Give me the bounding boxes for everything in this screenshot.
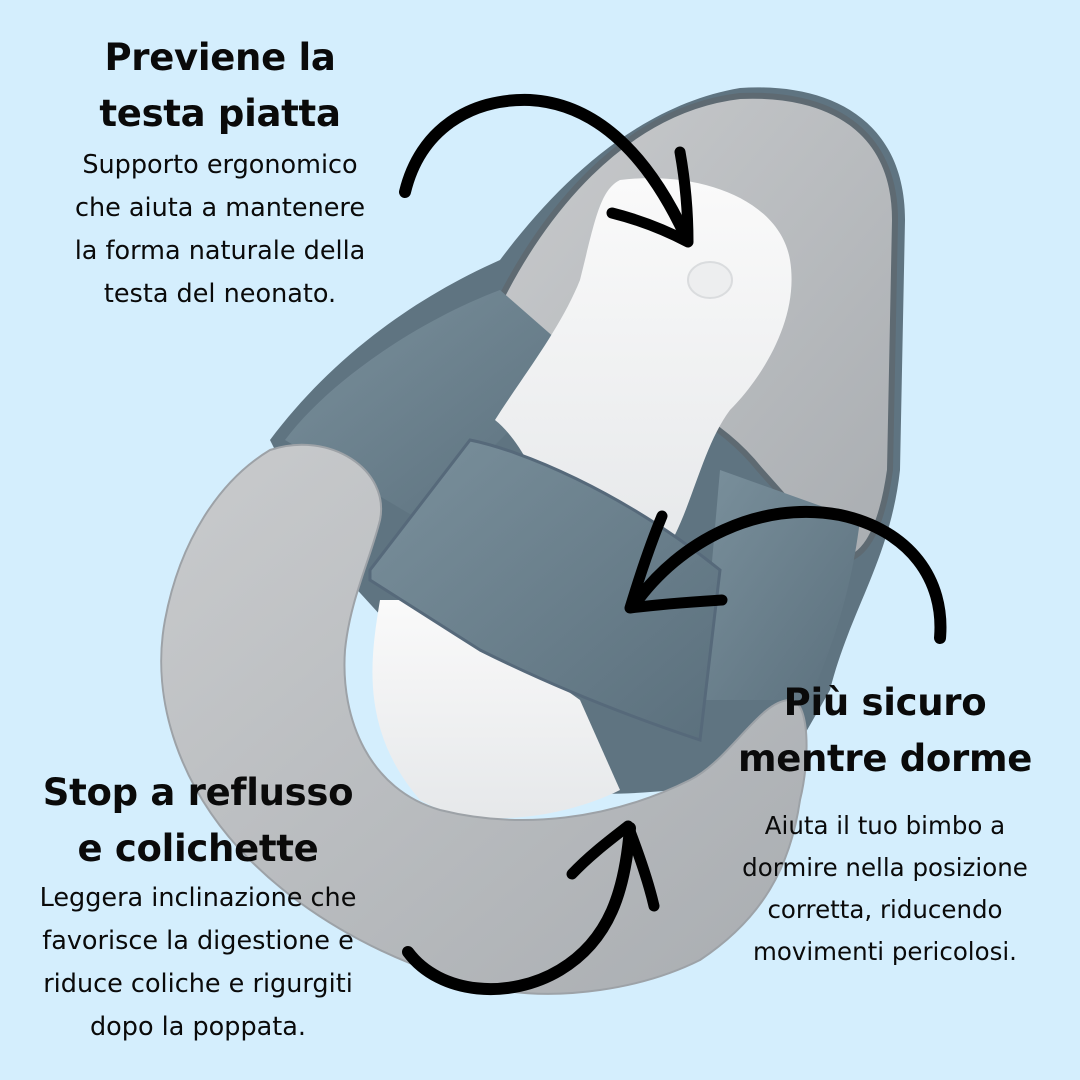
feature-description-line: corretta, riducendo xyxy=(767,895,1003,924)
feature-description: Supporto ergonomico che aiuta a mantener… xyxy=(30,144,410,316)
feature-reflux-colic: Stop a reflusso e colichette Leggera inc… xyxy=(0,765,396,1049)
feature-description-line: che aiuta a mantenere xyxy=(74,193,366,223)
feature-description-line: riduce coliche e rigurgiti xyxy=(43,969,353,999)
feature-title-line: testa piatta xyxy=(99,92,341,135)
feature-title-line: Previene la xyxy=(104,36,336,79)
feature-title: Stop a reflusso e colichette xyxy=(0,765,396,877)
feature-title-line: mentre dorme xyxy=(737,737,1033,780)
feature-title: Più sicuro mentre dorme xyxy=(700,675,1070,787)
feature-title-line: Stop a reflusso xyxy=(42,771,354,814)
feature-description: Aiuta il tuo bimbo a dormire nella posiz… xyxy=(700,805,1070,973)
feature-description-line: dormire nella posizione xyxy=(742,853,1028,882)
feature-description-line: Supporto ergonomico xyxy=(82,150,358,180)
feature-title-line: Più sicuro xyxy=(783,681,987,724)
feature-description-line: testa del neonato. xyxy=(103,279,337,309)
feature-flat-head: Previene la testa piatta Supporto ergono… xyxy=(30,30,410,316)
feature-safe-sleep: Più sicuro mentre dorme Aiuta il tuo bim… xyxy=(700,675,1070,973)
feature-title-line: e colichette xyxy=(77,827,319,870)
feature-description-line: Leggera inclinazione che xyxy=(39,883,357,913)
feature-description-line: movimenti pericolosi. xyxy=(753,937,1017,966)
feature-title: Previene la testa piatta xyxy=(30,30,410,142)
feature-description-line: la forma naturale della xyxy=(74,236,366,266)
feature-description-line: Aiuta il tuo bimbo a xyxy=(764,811,1006,840)
feature-description-line: dopo la poppata. xyxy=(89,1012,306,1042)
feature-description: Leggera inclinazione che favorisce la di… xyxy=(0,877,396,1049)
feature-description-line: favorisce la digestione e xyxy=(42,926,354,956)
